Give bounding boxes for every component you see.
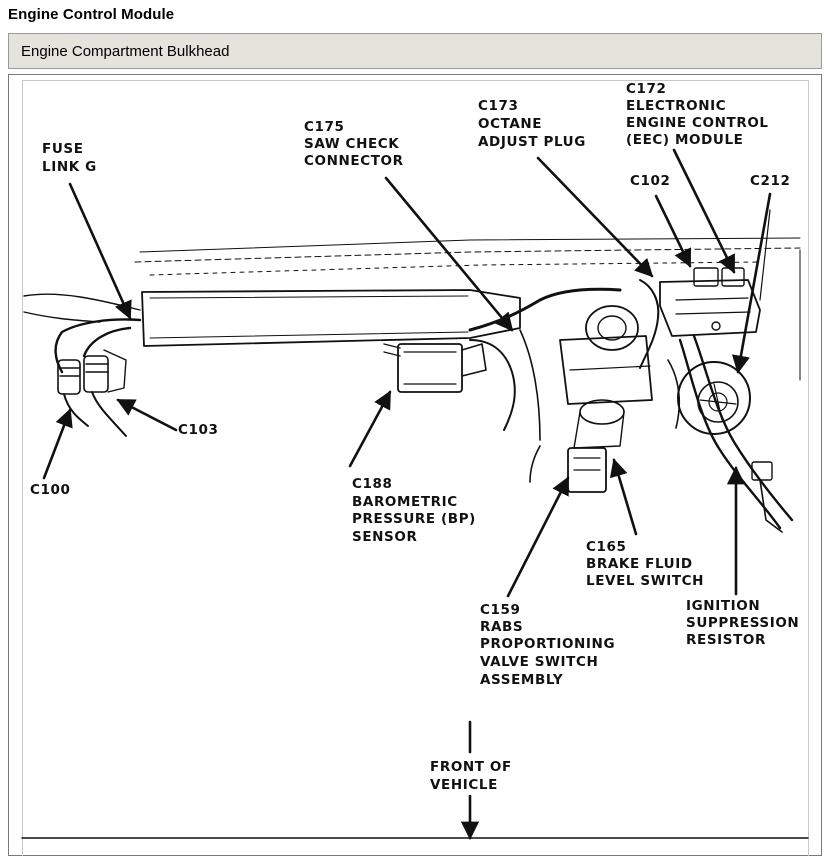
section-header: Engine Compartment Bulkhead xyxy=(8,33,822,69)
bulkhead-illustration xyxy=(23,209,801,533)
label-c173: C173 OCTANE ADJUST PLUG xyxy=(478,98,586,150)
section-header-label: Engine Compartment Bulkhead xyxy=(21,42,230,60)
label-c212: C212 xyxy=(750,173,791,189)
figure-inner-border xyxy=(22,80,809,856)
label-c103: C103 xyxy=(178,422,219,438)
leader-arrows xyxy=(21,148,809,840)
label-c172: C172 ELECTRONIC ENGINE CONTROL (EEC) MOD… xyxy=(626,81,774,148)
callout-labels: FUSE LINK G C175 SAW CHECK CONNECTOR C17… xyxy=(30,81,805,793)
label-c100: C100 xyxy=(30,482,71,498)
label-c175: C175 SAW CHECK CONNECTOR xyxy=(304,119,405,169)
label-fuse-link: FUSE LINK G xyxy=(42,141,97,175)
page-title: Engine Control Module xyxy=(8,6,175,23)
label-c165: C165 BRAKE FLUID LEVEL SWITCH xyxy=(586,539,704,589)
label-c102: C102 xyxy=(630,173,671,189)
label-c188: C188 BAROMETRIC PRESSURE (BP) SENSOR xyxy=(352,476,481,545)
figure-frame xyxy=(8,74,822,856)
label-ignition-suppression-resistor: IGNITION SUPPRESSION RESISTOR xyxy=(686,598,805,648)
label-front-of-vehicle: FRONT OF VEHICLE xyxy=(430,759,517,793)
label-c159: C159 RABS PROPORTIONING VALVE SWITCH ASS… xyxy=(480,602,620,688)
